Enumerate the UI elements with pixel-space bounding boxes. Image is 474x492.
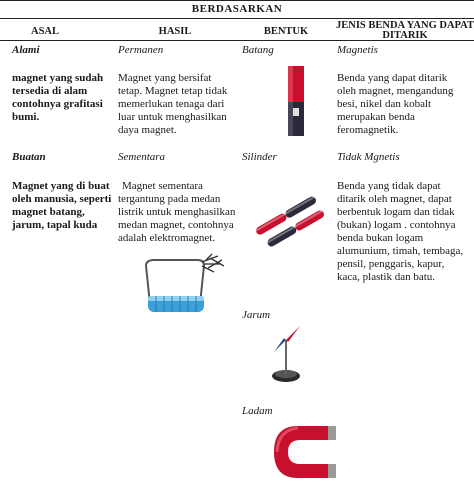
ladam-label: Ladam <box>242 405 273 417</box>
asal-desc-2: Magnet yang di buat oleh manusia, sepert… <box>12 180 112 231</box>
header-divider <box>0 40 474 41</box>
asal-desc-1: magnet yang sudah tersedia di alam conto… <box>12 72 104 123</box>
title-divider <box>0 18 474 19</box>
jenis-desc-1: Benda yang dapat ditarik oleh magnet, me… <box>337 72 454 136</box>
bentuk-label-1: Batang <box>242 44 274 56</box>
hasil-desc-1: Magnet yang bersifat tetap. Magnet tetap… <box>118 72 228 136</box>
electromagnet-image <box>144 253 225 312</box>
table-title: BERDASARKAN <box>191 3 283 15</box>
header-bentuk: BENTUK <box>263 26 309 37</box>
hasil-label-2: Sementara <box>118 151 166 163</box>
bar-magnet-image <box>288 66 304 136</box>
asal-label-1: Alami <box>12 44 40 56</box>
horseshoe-magnet-image <box>274 426 336 478</box>
hasil-label-1: Permanen <box>118 44 164 56</box>
bentuk-label-2: Silinder <box>242 151 277 163</box>
jenis-desc-2: Benda yang tidak dapat ditarik oleh magn… <box>337 180 464 283</box>
header-jenis: JENIS BENDA YANG DAPAT DITARIK <box>336 20 474 41</box>
cylinder-magnets-image <box>255 196 324 247</box>
top-border <box>0 0 474 1</box>
jenis-label-1: Magnetis <box>337 44 378 56</box>
asal-label-2: Buatan <box>12 151 46 163</box>
compass-needle-image <box>272 326 300 382</box>
jenis-label-2: Tidak Mgnetis <box>337 151 400 163</box>
header-hasil: HASIL <box>158 26 192 37</box>
header-asal: ASAL <box>30 26 59 37</box>
hasil-desc-2: Magnet sementara tergantung pada medan l… <box>118 180 236 244</box>
jarum-label: Jarum <box>242 309 271 321</box>
